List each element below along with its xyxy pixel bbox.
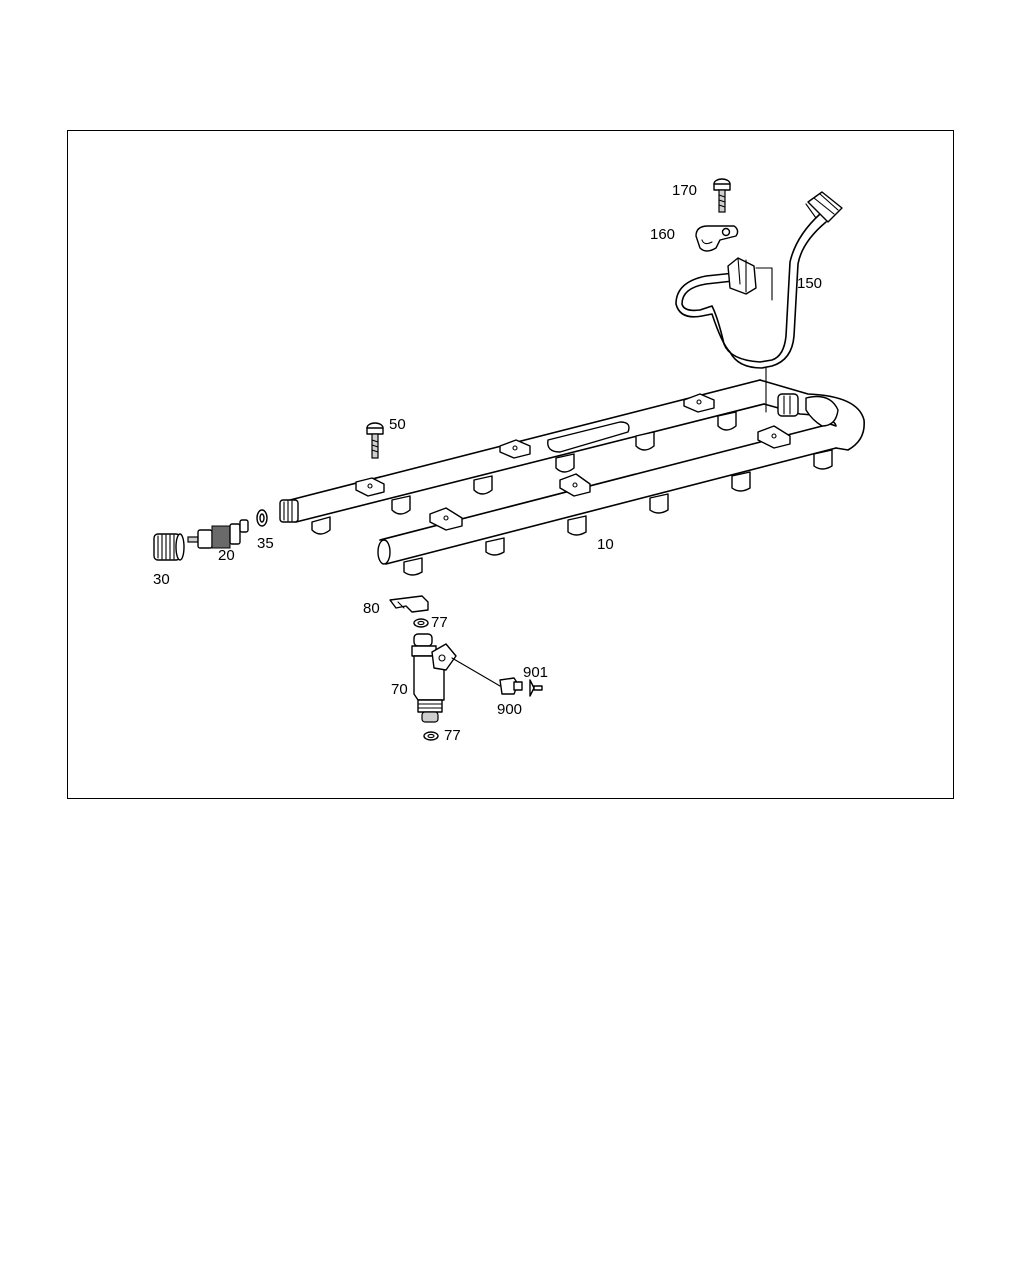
connector-part[interactable] <box>499 677 523 695</box>
screw-170-part[interactable] <box>713 178 731 213</box>
callout-10: 10 <box>597 536 614 553</box>
pin-part[interactable] <box>529 679 543 697</box>
o-ring-upper-part[interactable] <box>413 618 429 628</box>
valve-part[interactable] <box>187 519 249 549</box>
callout-70: 70 <box>391 681 408 698</box>
callout-160: 160 <box>650 226 675 243</box>
cap-part[interactable] <box>153 533 185 561</box>
callout-900: 900 <box>497 701 522 718</box>
callout-77-lower: 77 <box>444 727 461 744</box>
callout-170: 170 <box>672 182 697 199</box>
callout-77-upper: 77 <box>431 614 448 631</box>
callout-20: 20 <box>218 547 235 564</box>
callout-80: 80 <box>363 600 380 617</box>
seal-ring-35-part[interactable] <box>256 509 268 527</box>
callout-35: 35 <box>257 535 274 552</box>
fuel-line-part[interactable] <box>675 191 843 413</box>
diagram-frame <box>67 130 954 799</box>
screw-50-part[interactable] <box>366 422 384 459</box>
callout-30: 30 <box>153 571 170 588</box>
callout-901: 901 <box>523 664 548 681</box>
callout-150: 150 <box>797 275 822 292</box>
clamp-part[interactable] <box>695 225 739 252</box>
callout-50: 50 <box>389 416 406 433</box>
fuel-rail-part[interactable] <box>279 379 865 576</box>
injector-part[interactable] <box>411 633 501 723</box>
clip-part[interactable] <box>389 595 429 613</box>
o-ring-lower-part[interactable] <box>423 731 439 741</box>
